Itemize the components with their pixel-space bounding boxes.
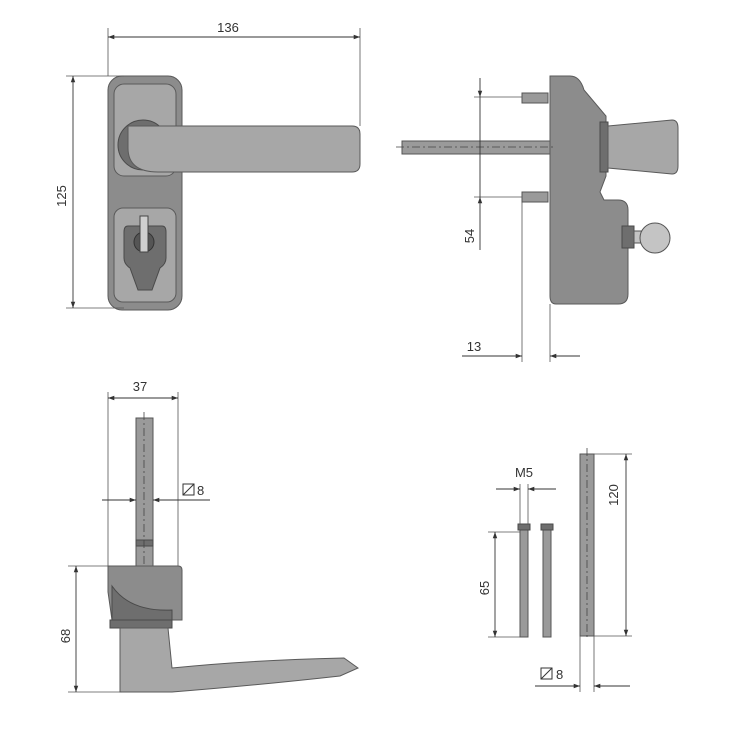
front-lever-handle xyxy=(127,125,361,173)
side-collar xyxy=(599,121,609,173)
lever-handle-side xyxy=(119,627,360,693)
side-view: 54 13 xyxy=(396,75,679,362)
lever-side-view: 37 8 68 xyxy=(58,379,360,693)
dim-label-screw-thread: M5 xyxy=(515,465,533,480)
screw-rod-left xyxy=(519,526,529,638)
square-section-icon xyxy=(540,667,553,680)
dim-label-lever-height: 68 xyxy=(58,629,73,643)
dim-label-spindle-square: 8 xyxy=(197,483,204,498)
screw-head-left xyxy=(517,523,531,531)
accessories-view: M5 65 120 8 xyxy=(477,448,632,692)
dim-label-screw-length: 65 xyxy=(477,581,492,595)
side-upper-stud xyxy=(521,92,549,104)
side-key-neck xyxy=(621,225,635,249)
side-lower-stud xyxy=(521,191,549,203)
dim-label-side-offset: 13 xyxy=(467,339,481,354)
side-key-icon xyxy=(639,222,671,254)
dim-label-front-width: 136 xyxy=(217,20,239,35)
side-handle-stub xyxy=(607,119,679,175)
dim-label-front-height: 125 xyxy=(54,185,69,207)
square-section-icon xyxy=(182,483,195,496)
lever-spindle-collar xyxy=(135,539,154,547)
dim-label-side-spacing: 54 xyxy=(462,229,477,243)
lever-rose-ring xyxy=(109,619,173,629)
dim-label-bar-length: 120 xyxy=(606,484,621,506)
screw-head-right xyxy=(540,523,554,531)
dim-label-spindle-width: 37 xyxy=(133,379,147,394)
side-body-housing xyxy=(549,75,629,305)
lever-neck-shadow xyxy=(111,584,173,621)
screw-rod-right xyxy=(542,526,552,638)
front-view: 136 125 xyxy=(54,20,361,311)
dim-label-bar-square: 8 xyxy=(556,667,563,682)
front-key-slot xyxy=(139,215,149,253)
side-spindle-rod xyxy=(401,140,553,155)
